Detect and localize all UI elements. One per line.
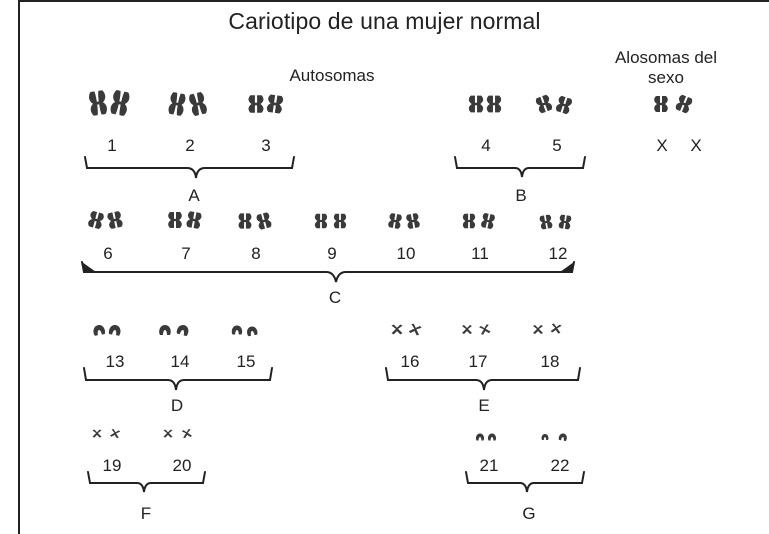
chromosome-pair-21	[475, 433, 497, 441]
chromosome-label-19: 19	[102, 456, 122, 475]
bracket-c-left-cap	[82, 262, 96, 272]
chromosome-pair-22	[541, 432, 568, 442]
chromosome-pair-8	[238, 211, 273, 231]
chromosome-pair-5	[534, 94, 573, 115]
chromosome-label-16: 16	[400, 352, 420, 371]
sex-heading-line1: Alosomas del	[614, 48, 718, 67]
chromosome-label-21: 21	[479, 456, 499, 475]
sex-chromosomes-heading: Alosomas del sexo	[600, 48, 732, 88]
chromosome-pair-18	[533, 323, 562, 334]
group-label-g: G	[522, 504, 536, 523]
karyotype-frame	[18, 0, 769, 534]
chromosome-pair-11	[462, 212, 496, 230]
sex-chromosome-label-x1: X	[656, 136, 668, 155]
chromosome-pair-6	[87, 210, 124, 230]
group-label-d: D	[170, 396, 184, 415]
chromosome-label-13: 13	[105, 352, 125, 371]
chromosome-pair-20	[163, 428, 193, 439]
chromosome-pair-1	[88, 89, 131, 117]
chromosome-label-15: 15	[236, 352, 256, 371]
chromosome-label-2: 2	[185, 136, 195, 155]
sex-heading-line2: sexo	[648, 68, 684, 87]
chromosome-label-12: 12	[548, 244, 568, 263]
chromosome-label-17: 17	[468, 352, 488, 371]
group-bracket-e	[385, 367, 581, 391]
chromosome-pair-7	[168, 210, 203, 230]
chromosome-label-18: 18	[540, 352, 560, 371]
chromosome-label-8: 8	[251, 244, 261, 263]
group-label-c: C	[328, 288, 342, 307]
chromosome-pair-9	[314, 213, 347, 229]
group-bracket-b	[454, 156, 586, 178]
chromosome-label-9: 9	[327, 244, 337, 263]
chromosome-label-7: 7	[181, 244, 191, 263]
chromosome-pair-16	[391, 322, 423, 337]
chromosome-pair-19	[92, 428, 121, 439]
chromosome-pair-14	[159, 323, 190, 337]
chromosome-pair-4	[468, 95, 502, 113]
chromosome-pair-15	[231, 325, 258, 337]
group-bracket-a	[84, 156, 295, 179]
chromosome-label-10: 10	[396, 244, 416, 263]
group-label-b: B	[515, 186, 527, 205]
chromosome-label-20: 20	[172, 456, 192, 475]
group-label-f: F	[140, 504, 152, 523]
autosomas-heading: Autosomas	[289, 66, 375, 85]
group-label-a: A	[188, 186, 200, 205]
chromosome-label-5: 5	[552, 136, 562, 155]
chromosome-pair-10	[387, 212, 421, 230]
chromosome-pair-3	[248, 94, 284, 114]
chromosome-pair-12	[539, 214, 572, 230]
chromosome-pair-17	[462, 323, 491, 336]
chromosome-label-4: 4	[481, 136, 491, 155]
group-bracket-c	[81, 261, 575, 283]
chromosome-label-6: 6	[103, 244, 113, 263]
chromosome-label-3: 3	[261, 136, 271, 155]
group-bracket-g	[465, 471, 585, 493]
group-bracket-d	[83, 367, 273, 391]
bracket-c-right-cap	[560, 262, 574, 272]
sex-chromosome-pair	[654, 94, 694, 114]
sex-chromosome-label-x2: X	[690, 136, 702, 155]
chromosome-pair-13	[92, 324, 122, 336]
chromosome-label-14: 14	[170, 352, 190, 371]
chromosome-pair-2	[167, 91, 208, 117]
diagram-title: Cariotipo de una mujer normal	[228, 8, 541, 34]
chromosome-label-11: 11	[471, 244, 489, 263]
group-bracket-f	[87, 471, 206, 493]
chromosome-label-1: 1	[107, 136, 117, 155]
group-label-e: E	[478, 396, 490, 415]
chromosome-label-22: 22	[550, 456, 570, 475]
